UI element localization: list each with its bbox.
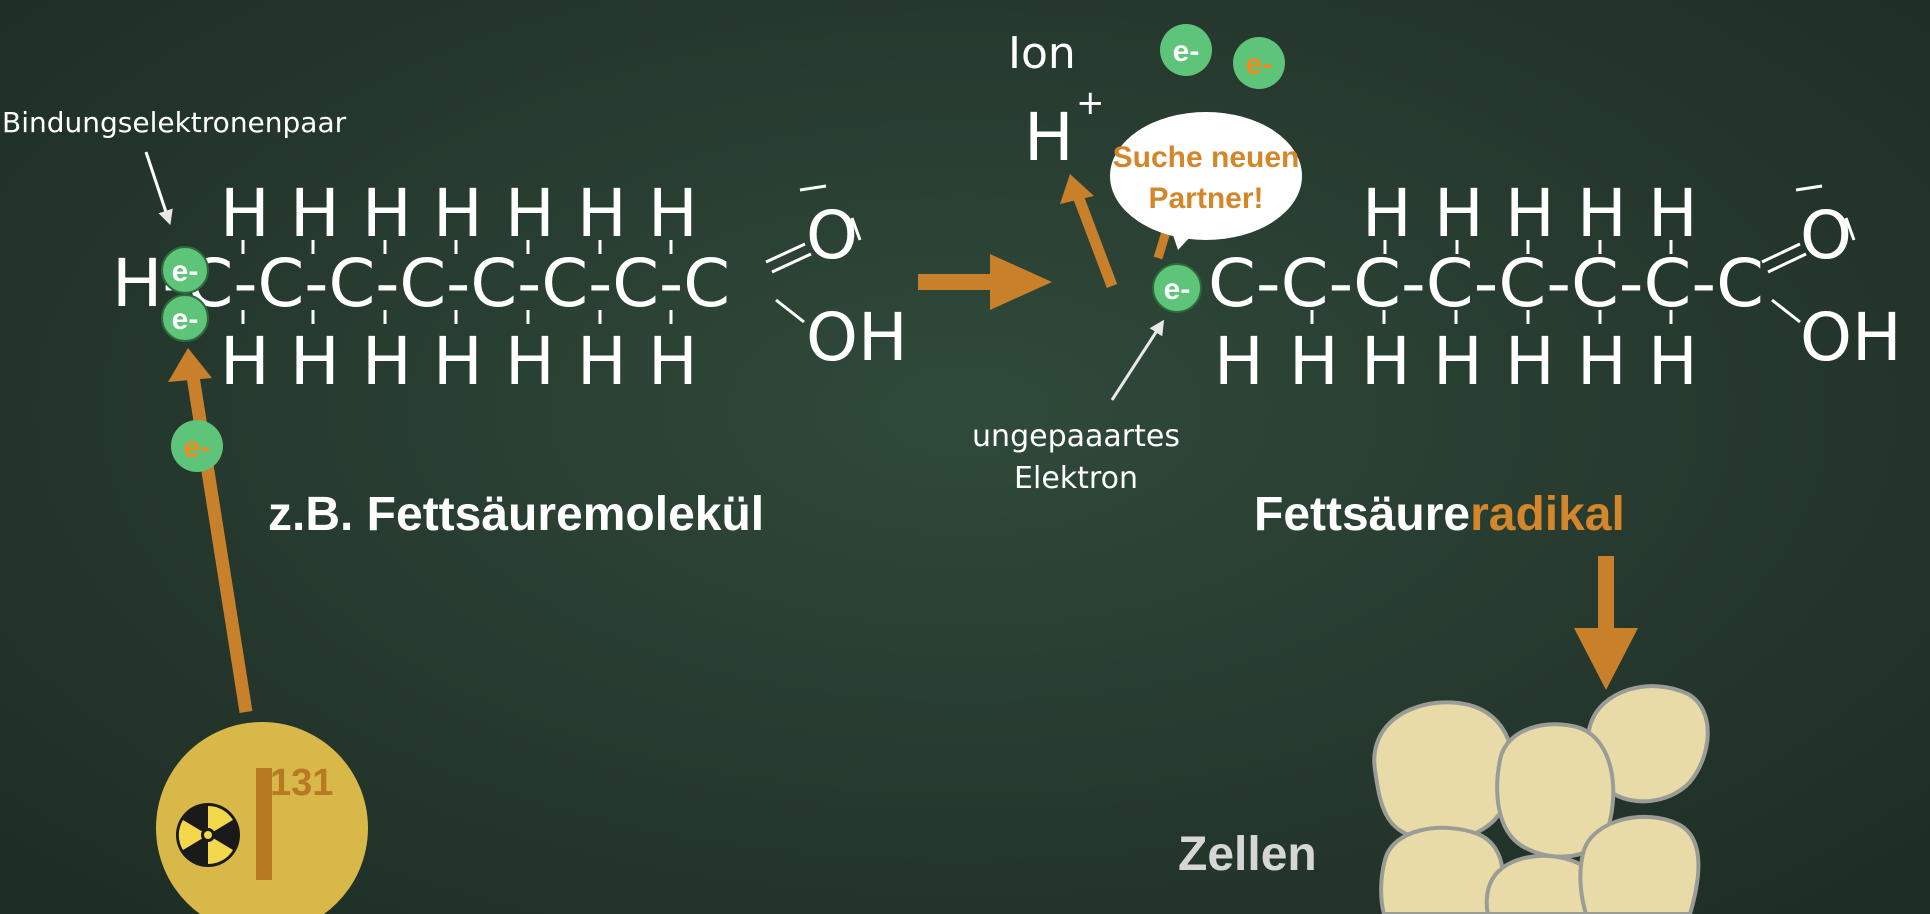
- electron-icon: [1160, 24, 1212, 76]
- left-vertical-bonds: [241, 240, 673, 324]
- left-carbon-chain: H-C-C-C-C-C-C-C-C: [112, 245, 730, 322]
- hydrogen-atom: H: [1577, 175, 1627, 252]
- svg-text:e-: e-: [1173, 35, 1200, 68]
- oxygen-atom: O: [1800, 197, 1852, 274]
- cell: [1372, 700, 1515, 842]
- hydrogen-ion: H: [1024, 99, 1074, 176]
- unpaired-electron: e-: [1152, 263, 1202, 313]
- hydrogen-atom: H: [1362, 175, 1412, 252]
- hydrogen-atom: H: [362, 175, 412, 252]
- hydrogen-atom: H: [648, 323, 698, 400]
- speech-text-line2: Partner!: [1148, 182, 1263, 215]
- hydrogen-atom: H: [1648, 175, 1698, 252]
- hydrogen-atom: H: [505, 323, 555, 400]
- hydrogen-atom: H: [1577, 323, 1627, 400]
- hydrogen-atom: H: [1214, 323, 1264, 400]
- cells-label: Zellen: [1178, 828, 1317, 881]
- hydrogen-atom: H: [1434, 175, 1484, 252]
- bond-pair-pointer-arrow: [144, 151, 173, 226]
- svg-text:e-: e-: [184, 431, 211, 464]
- right-vertical-bonds: [1310, 240, 1673, 324]
- hydrogen-atom: H: [1289, 323, 1339, 400]
- bond-electron-pair: e- e-: [161, 246, 209, 342]
- hydrogen-atom: H: [220, 175, 270, 252]
- ion-label: Ion: [1008, 28, 1076, 79]
- oxygen-atom: O: [806, 197, 858, 274]
- hydrogen-atom: H: [577, 323, 627, 400]
- svg-text:e-: e-: [1246, 48, 1273, 81]
- down-arrow-head: [1574, 628, 1638, 690]
- bond-pair-label: Bindungselektronenpaar: [2, 106, 347, 139]
- molecule-caption: z.B. Fettsäuremolekül: [268, 488, 764, 541]
- speech-text-line1: Suche neuen: [1113, 141, 1300, 174]
- incoming-electron: e-: [171, 420, 223, 472]
- hydrogen-atom: H: [290, 323, 340, 400]
- reaction-arrow-head: [990, 254, 1052, 310]
- hydrogen-atom: H: [577, 175, 627, 252]
- svg-text:e-: e-: [172, 255, 199, 288]
- iodine-131-isotope: 131: [156, 722, 368, 914]
- cell-cluster: [1372, 684, 1710, 914]
- left-carboxyl-group: O OH: [765, 184, 908, 376]
- right-carboxyl-group: O OH: [1761, 184, 1902, 376]
- isotope-mass: 131: [270, 762, 333, 804]
- positive-charge: +: [1076, 83, 1105, 123]
- unpaired-label-line1: ungepaaartes: [972, 419, 1180, 454]
- right-top-hydrogens: H H H H H H H: [1362, 175, 1698, 252]
- cell: [1379, 825, 1505, 914]
- unpaired-label-line2: Elektron: [1014, 461, 1138, 496]
- radical-caption: Fettsäureradikal: [1254, 488, 1625, 541]
- left-top-hydrogens: H H H H H H H: [220, 175, 698, 252]
- electron-icon: [1233, 37, 1285, 89]
- electron-icon: [161, 246, 209, 294]
- svg-text:e-: e-: [1164, 273, 1191, 306]
- hydroxyl-group: OH: [1800, 299, 1902, 376]
- hydrogen-atom: H: [1648, 323, 1698, 400]
- speech-bubble: Suche neuen Partner!: [1110, 112, 1302, 250]
- cell: [1578, 814, 1701, 914]
- right-carbon-chain: C-C-C-C-C-C-C-C: [1208, 245, 1764, 322]
- ion-departure-arrow: [1072, 194, 1118, 288]
- radiation-arrow-head: [168, 348, 212, 382]
- released-electrons: e- e-: [1160, 24, 1285, 89]
- hydrogen-atom: H: [433, 323, 483, 400]
- electron-icon: [171, 420, 223, 472]
- hydrogen-atom: H: [505, 175, 555, 252]
- electron-icon: [1152, 263, 1202, 313]
- svg-text:e-: e-: [172, 303, 199, 336]
- hydrogen-atom: H: [220, 323, 270, 400]
- hydroxyl-group: OH: [806, 299, 908, 376]
- ion-arrow-head: [1060, 174, 1094, 204]
- right-bottom-hydrogens: H H H H H H H: [1214, 323, 1698, 400]
- hydrogen-atom: H: [1361, 323, 1411, 400]
- electron-icon: [161, 294, 209, 342]
- hydrogen-atom: H: [290, 175, 340, 252]
- hydrogen-atom: H: [1433, 323, 1483, 400]
- hydrogen-atom: H: [362, 323, 412, 400]
- hydrogen-atom: H: [1505, 323, 1555, 400]
- unpaired-pointer-arrow: [1110, 319, 1165, 401]
- hydrogen-atom: H: [1505, 175, 1555, 252]
- left-bottom-hydrogens: H H H H H H H: [220, 323, 698, 400]
- hydrogen-atom: H: [648, 175, 698, 252]
- hydrogen-atom: H: [433, 175, 483, 252]
